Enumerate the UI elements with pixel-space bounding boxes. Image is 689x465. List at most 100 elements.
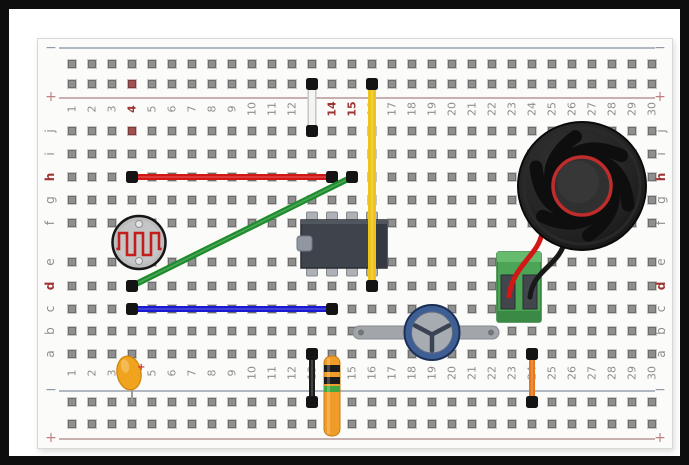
breadboard-hole <box>588 350 596 358</box>
breadboard-hole <box>628 327 636 335</box>
ceramic-capacitor[interactable]: + <box>114 354 145 403</box>
photoresistor[interactable] <box>111 214 167 271</box>
breadboard-hole <box>588 80 596 88</box>
breadboard-hole <box>228 398 236 406</box>
breadboard-hole <box>648 420 656 428</box>
breadboard-hole <box>608 398 616 406</box>
breadboard-hole <box>108 350 116 358</box>
speaker[interactable] <box>517 121 647 251</box>
yellow-jumper-wire[interactable] <box>366 78 378 292</box>
breadboard-hole <box>168 219 176 227</box>
breadboard-hole <box>408 219 416 227</box>
breadboard-hole <box>268 150 276 158</box>
orange-jumper-wire[interactable] <box>526 348 538 408</box>
breadboard-hole <box>408 350 416 358</box>
breadboard-hole <box>568 398 576 406</box>
breadboard-hole <box>208 127 216 135</box>
breadboard-hole <box>368 398 376 406</box>
trimmer-potentiometer[interactable] <box>352 304 500 361</box>
breadboard-hole <box>388 258 396 266</box>
breadboard-hole <box>68 282 76 290</box>
breadboard-hole <box>188 350 196 358</box>
resistor[interactable] <box>323 354 341 437</box>
components-layer: + <box>111 78 647 437</box>
breadboard-hole <box>488 80 496 88</box>
breadboard-hole <box>88 258 96 266</box>
breadboard-hole <box>108 305 116 313</box>
breadboard-hole <box>248 196 256 204</box>
green-jumper-wire[interactable] <box>126 171 358 292</box>
breadboard-hole <box>228 282 236 290</box>
breadboard-hole <box>588 305 596 313</box>
breadboard-hole <box>528 327 536 335</box>
breadboard-hole <box>608 305 616 313</box>
breadboard-hole <box>388 350 396 358</box>
breadboard-hole <box>468 219 476 227</box>
breadboard-hole <box>188 282 196 290</box>
breadboard-hole <box>648 219 656 227</box>
rail-plus-label: + <box>45 89 57 105</box>
breadboard-hole <box>648 150 656 158</box>
breadboard-hole <box>648 127 656 135</box>
breadboard-hole <box>388 282 396 290</box>
breadboard-hole <box>128 150 136 158</box>
breadboard-hole <box>88 327 96 335</box>
breadboard-hole <box>648 305 656 313</box>
breadboard-hole <box>448 60 456 68</box>
red-jumper-wire[interactable] <box>126 171 338 183</box>
breadboard-hole <box>408 282 416 290</box>
breadboard-hole <box>468 398 476 406</box>
speaker-red-lead[interactable] <box>506 230 545 299</box>
breadboard-hole <box>628 398 636 406</box>
breadboard-hole <box>68 258 76 266</box>
breadboard-hole <box>68 196 76 204</box>
breadboard-hole <box>188 196 196 204</box>
black-jumper-wire[interactable] <box>306 348 318 408</box>
breadboard-hole <box>448 305 456 313</box>
breadboard-hole <box>188 80 196 88</box>
breadboard-hole <box>428 258 436 266</box>
breadboard-hole <box>108 420 116 428</box>
breadboard-hole <box>148 327 156 335</box>
ic-chip-dip8[interactable] <box>296 211 388 277</box>
breadboard-hole <box>208 150 216 158</box>
breadboard-hole <box>548 350 556 358</box>
breadboard-hole <box>228 219 236 227</box>
breadboard-hole <box>128 127 136 135</box>
breadboard-hole <box>608 282 616 290</box>
breadboard-hole <box>268 219 276 227</box>
breadboard-hole <box>88 350 96 358</box>
breadboard-hole <box>388 305 396 313</box>
breadboard-hole <box>168 350 176 358</box>
blue-jumper-wire[interactable] <box>126 303 338 315</box>
breadboard-hole <box>468 173 476 181</box>
breadboard-hole <box>68 420 76 428</box>
breadboard-hole <box>308 420 316 428</box>
rail-plus-label: + <box>45 430 57 446</box>
rail-plus-label: + <box>654 89 666 105</box>
breadboard-hole <box>488 420 496 428</box>
breadboard-hole <box>248 327 256 335</box>
breadboard-hole <box>108 80 116 88</box>
breadboard-hole <box>88 150 96 158</box>
breadboard-hole <box>568 258 576 266</box>
breadboard-hole <box>468 282 476 290</box>
breadboard-hole <box>428 282 436 290</box>
breadboard-hole <box>588 282 596 290</box>
breadboard-hole <box>388 60 396 68</box>
rail-plus-label: + <box>654 430 666 446</box>
breadboard-hole <box>488 60 496 68</box>
breadboard-hole <box>408 258 416 266</box>
breadboard-hole <box>448 398 456 406</box>
white-jumper-wire[interactable] <box>306 78 318 137</box>
breadboard-hole <box>468 258 476 266</box>
breadboard-hole <box>388 420 396 428</box>
breadboard-hole <box>548 282 556 290</box>
breadboard-hole <box>248 80 256 88</box>
breadboard-hole <box>608 60 616 68</box>
svg-text:+: + <box>137 362 145 373</box>
breadboard-hole <box>288 258 296 266</box>
breadboard-hole <box>288 420 296 428</box>
breadboard-hole <box>308 60 316 68</box>
breadboard-hole <box>108 219 116 227</box>
